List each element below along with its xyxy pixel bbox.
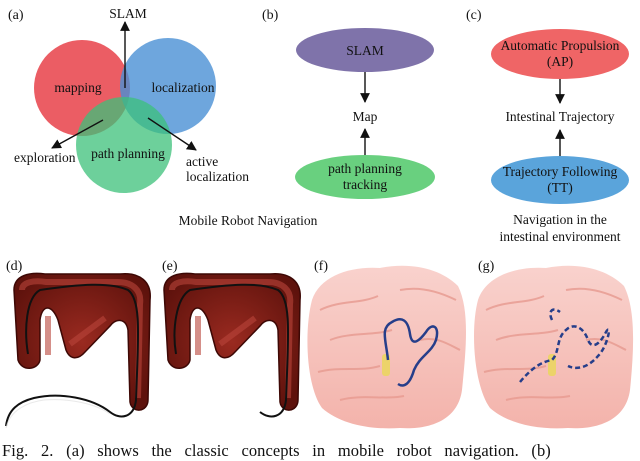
panel-d-image: (d) [5, 259, 151, 429]
panel-g-tag: (g) [478, 259, 495, 274]
colon-shape-e [163, 272, 301, 411]
node-trajectory-following [491, 156, 629, 204]
trajectory-solid-f [383, 318, 439, 387]
panel-a-tag: (a) [8, 8, 24, 23]
node-slam [296, 28, 434, 72]
intestine-folds-f [317, 287, 461, 401]
annotation-exploration: exploration [14, 150, 76, 165]
trajectory-dashed-g-upper [549, 308, 561, 321]
venn-label-localization: localization [152, 80, 215, 95]
node-slam-label: SLAM [346, 43, 384, 58]
node-tt-line2: (TT) [547, 180, 572, 195]
colon-wall-texture-d [19, 278, 144, 399]
node-path-planning [295, 155, 435, 199]
panel-a: (a) mapping localization path planning S… [8, 6, 318, 228]
catheter-path-d [5, 283, 140, 427]
panel-d-tag: (d) [6, 259, 23, 274]
active-localization-arrow [147, 117, 197, 151]
node-intestinal-trajectory-label: Intestinal Trajectory [505, 109, 614, 124]
panel-f-tag: (f) [314, 259, 328, 274]
panel-c: (c) Automatic Propulsion (AP) Intestinal… [466, 8, 629, 244]
node-automatic-propulsion [491, 29, 629, 79]
node-map-label: Map [353, 109, 378, 124]
venn-label-path-planning: path planning [91, 146, 165, 161]
colon-shape-d [13, 272, 151, 411]
venn-label-mapping: mapping [54, 80, 101, 95]
trajectory-dashed-g [519, 325, 610, 383]
node-tt-line1: Trajectory Following [503, 164, 618, 179]
panel-f-image: (f) [306, 259, 468, 432]
catheter-path-e [173, 283, 290, 418]
catheter-highlight-d [5, 399, 111, 429]
intestine-mass-g [474, 265, 634, 429]
panel-e-tag: (e) [162, 259, 178, 274]
node-path-planning-line1: path planning [328, 161, 402, 176]
figure-caption: Fig. 2. (a) shows the classic concepts i… [2, 441, 551, 460]
panel-g-image: (g) [472, 259, 638, 432]
node-ap-line1: Automatic Propulsion [501, 38, 620, 53]
venn-circle-path-planning [76, 97, 172, 193]
node-path-planning-line2: tracking [343, 177, 387, 192]
panel-c-tag: (c) [466, 8, 482, 23]
panel-c-caption-line2: intestinal environment [499, 229, 620, 244]
colon-wall-texture-e [169, 278, 294, 399]
panel-a-caption: Mobile Robot Navigation [179, 213, 318, 228]
annotation-localization: localization [186, 169, 249, 184]
annotation-slam: SLAM [109, 6, 147, 21]
node-ap-line2: (AP) [547, 54, 573, 69]
panel-c-caption-line1: Navigation in the [513, 212, 607, 227]
panel-e-image: (e) [162, 259, 301, 418]
intestine-folds-g [483, 287, 627, 401]
exploration-arrow [51, 119, 104, 149]
panel-b: (b) SLAM Map path planning tracking [262, 8, 435, 199]
annotation-active: active [186, 154, 218, 169]
panel-b-tag: (b) [262, 8, 279, 23]
